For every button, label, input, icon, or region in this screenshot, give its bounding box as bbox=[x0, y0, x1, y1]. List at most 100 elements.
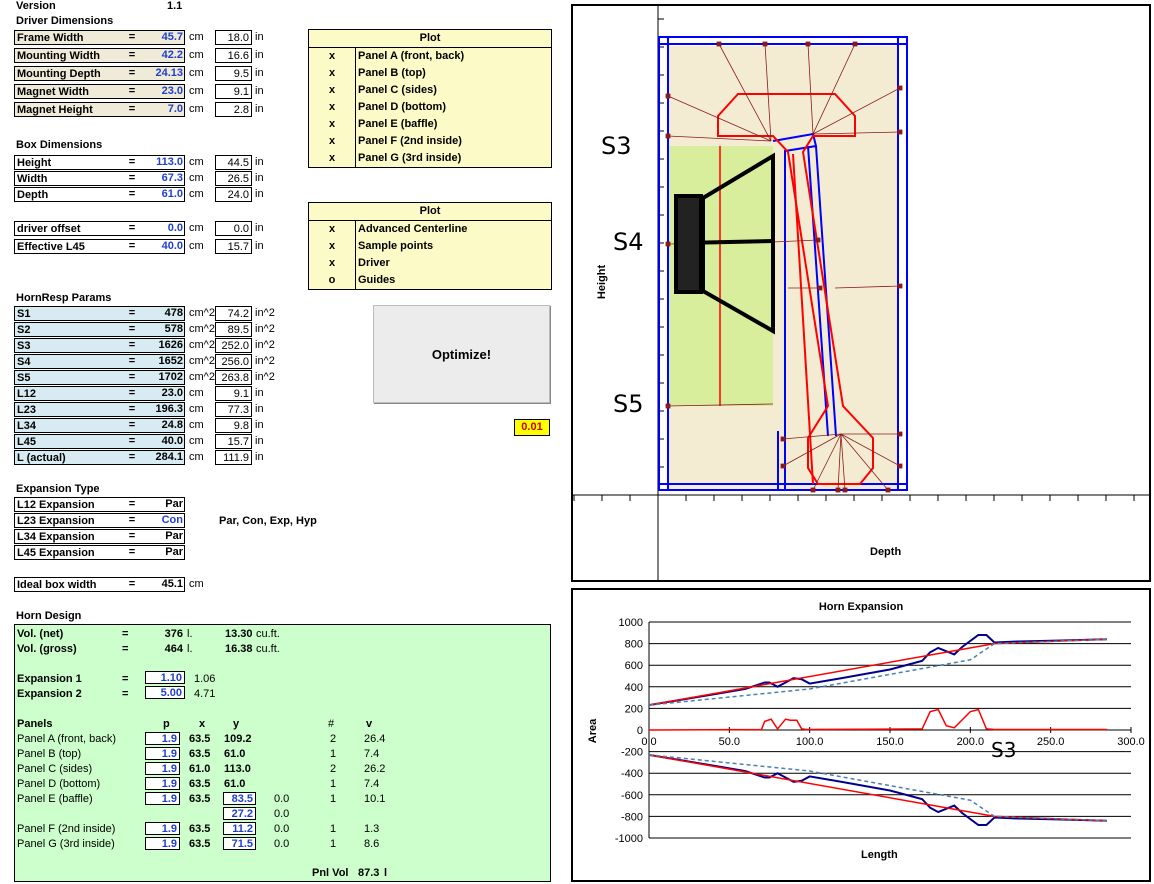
plot-option-mark[interactable]: x bbox=[328, 67, 336, 79]
panel-y-input[interactable]: 71.5 bbox=[223, 837, 256, 850]
vol-net-label: Vol. (net) bbox=[17, 628, 64, 640]
hornresp-value[interactable]: 24.8 bbox=[161, 419, 183, 431]
box-diagram bbox=[573, 6, 1149, 580]
sample-point bbox=[897, 463, 903, 469]
sample-spoke bbox=[840, 433, 846, 491]
box_dims-eq: = bbox=[128, 172, 136, 184]
expansion-1-input[interactable]: 1.10 bbox=[145, 671, 185, 684]
sample-spoke bbox=[812, 131, 901, 135]
hornresp-value[interactable]: 1702 bbox=[158, 371, 183, 383]
panel-p-input[interactable]: 1.9 bbox=[145, 822, 180, 835]
panel-count: 1 bbox=[330, 838, 337, 850]
sample-point bbox=[842, 487, 848, 493]
expansion_type-eq: = bbox=[128, 546, 136, 558]
panel-volume: 8.6 bbox=[364, 838, 380, 850]
driver_dims-value[interactable]: 23.0 bbox=[161, 85, 183, 97]
offset-value-2: 15.7 bbox=[215, 239, 252, 254]
sample-point bbox=[665, 93, 671, 99]
panel-p-input[interactable]: 1.9 bbox=[145, 837, 180, 850]
box_dims-value[interactable]: 61.0 bbox=[161, 188, 183, 200]
box_dims-value[interactable]: 113.0 bbox=[156, 156, 183, 168]
hornresp-value[interactable]: 578 bbox=[164, 323, 183, 335]
hornresp-eq: = bbox=[128, 355, 136, 367]
expansion_type-value[interactable]: Par bbox=[165, 530, 183, 542]
panel-p-input[interactable]: 1.9 bbox=[145, 777, 180, 790]
expansion_type-value[interactable]: Con bbox=[161, 514, 183, 526]
panel-volume: 26.4 bbox=[364, 733, 386, 745]
expansion_type-value[interactable]: Par bbox=[165, 498, 183, 510]
plot-option-mark[interactable]: x bbox=[328, 152, 336, 164]
vol-net-eq: = bbox=[122, 628, 129, 640]
optimize-button[interactable]: Optimize! bbox=[373, 305, 550, 403]
horn-design-panel: Vol. (net) = 376 l. 13.30 cu.ft. Vol. (g… bbox=[14, 624, 551, 882]
plot-option-mark[interactable]: o bbox=[328, 274, 336, 286]
ideal-box-width-unit: cm bbox=[189, 578, 204, 590]
driver_dims-unit-2: in bbox=[255, 67, 264, 79]
plot-option-mark[interactable]: x bbox=[328, 257, 336, 269]
expansion-2-value-2: 4.71 bbox=[194, 688, 216, 700]
annotation-s5: S5 bbox=[613, 390, 644, 418]
driver_dims-value[interactable]: 24.13 bbox=[155, 67, 183, 79]
driver_dims-value[interactable]: 42.2 bbox=[161, 49, 183, 61]
vol-gross-value: 464 bbox=[164, 643, 183, 655]
plot-option-mark[interactable]: x bbox=[328, 240, 336, 252]
driver_dims-value-2: 18.0 bbox=[215, 30, 252, 45]
offset-value[interactable]: 40.0 bbox=[161, 240, 183, 252]
panel-p-input[interactable]: 1.9 bbox=[145, 747, 180, 760]
hornresp-value[interactable]: 1652 bbox=[158, 355, 183, 367]
plot-option-mark[interactable]: x bbox=[328, 84, 336, 96]
version-value: 1.1 bbox=[167, 0, 183, 12]
driver_dims-value[interactable]: 7.0 bbox=[167, 103, 183, 115]
panel-count: 1 bbox=[330, 748, 337, 760]
plot-option-mark[interactable]: x bbox=[328, 50, 336, 62]
sample-point bbox=[780, 463, 786, 469]
panel-y-input[interactable]: 27.2 bbox=[223, 807, 256, 820]
plot-option-mark[interactable]: x bbox=[328, 101, 336, 113]
hornresp-value[interactable]: 1626 bbox=[158, 339, 183, 351]
panel-y-input[interactable]: 83.5 bbox=[223, 792, 256, 805]
expansion-2-input[interactable]: 5.00 bbox=[145, 686, 185, 699]
driver_dims-unit-2: in bbox=[255, 31, 264, 43]
hornresp-unit-2: in^2 bbox=[255, 355, 275, 367]
panel-p-input[interactable]: 1.9 bbox=[145, 792, 180, 805]
hornresp-value[interactable]: 40.0 bbox=[161, 435, 183, 447]
panel-y-input[interactable]: 11.2 bbox=[223, 822, 256, 835]
box_dims-value[interactable]: 67.3 bbox=[161, 172, 183, 184]
box_dims-value-2: 26.5 bbox=[215, 171, 252, 186]
sample-spoke bbox=[840, 433, 889, 491]
plot-option-mark[interactable]: x bbox=[328, 223, 336, 235]
pnl-vol-label: Pnl Vol bbox=[312, 867, 349, 879]
driver_dims-value-2: 9.1 bbox=[215, 84, 252, 99]
hornresp-value[interactable]: 23.0 bbox=[161, 387, 183, 399]
expansion_type-value[interactable]: Par bbox=[165, 546, 183, 558]
hornresp-value[interactable]: 478 bbox=[164, 307, 183, 319]
plot-option-mark[interactable]: x bbox=[328, 118, 336, 130]
offset-value[interactable]: 0.0 bbox=[167, 222, 183, 234]
sample-point bbox=[897, 129, 903, 135]
hornresp-unit-2: in^2 bbox=[255, 339, 275, 351]
plot-option-mark[interactable]: x bbox=[328, 135, 336, 147]
driver_dims-unit: cm bbox=[189, 31, 204, 43]
panel-y-value: 113.0 bbox=[224, 763, 251, 775]
hornresp-value[interactable]: 196.3 bbox=[155, 403, 183, 415]
panel-p-input[interactable]: 1.9 bbox=[145, 762, 180, 775]
driver_dims-value[interactable]: 45.7 bbox=[161, 31, 183, 43]
panel-p-input[interactable]: 1.9 bbox=[145, 732, 180, 745]
panel-name: Panel F (2nd inside) bbox=[17, 823, 116, 835]
diagram-x-label: Depth bbox=[870, 546, 902, 558]
hornresp-value[interactable]: 284.1 bbox=[155, 451, 183, 463]
